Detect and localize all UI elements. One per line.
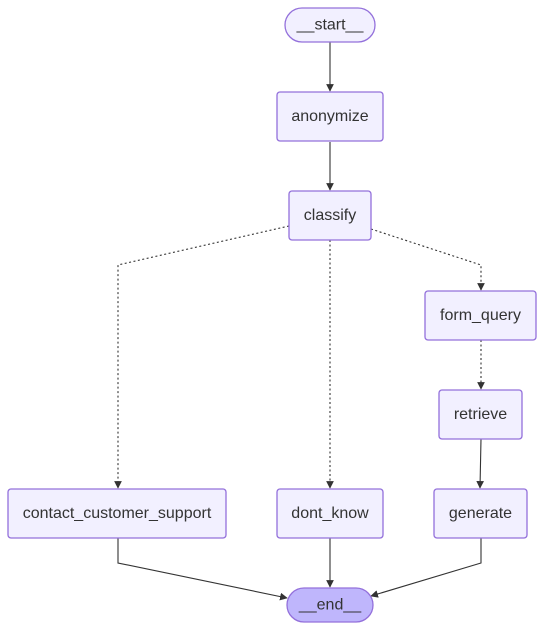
edge-contact-customer-support-to-end xyxy=(117,538,288,601)
node-start-label: __start__ xyxy=(296,17,365,34)
node-classify[interactable]: classify xyxy=(288,190,372,241)
node-dont-know[interactable]: dont_know xyxy=(276,488,384,539)
edge-generate-to-end xyxy=(370,538,482,598)
node-contact-customer-support-label: contact_customer_support xyxy=(23,505,212,522)
edge-retrieve-to-generate xyxy=(476,438,484,489)
node-retrieve-label: retrieve xyxy=(454,406,507,423)
node-generate-label: generate xyxy=(449,505,512,522)
node-form-query-label: form_query xyxy=(440,307,521,324)
node-end[interactable]: __end__ xyxy=(286,587,374,623)
node-classify-label: classify xyxy=(304,207,356,224)
node-generate[interactable]: generate xyxy=(433,488,528,539)
node-form-query[interactable]: form_query xyxy=(424,290,537,341)
node-anonymize[interactable]: anonymize xyxy=(276,91,384,142)
node-end-label: __end__ xyxy=(298,597,362,614)
edge-classify-to-contact-customer-support xyxy=(114,225,290,489)
node-retrieve[interactable]: retrieve xyxy=(438,389,523,440)
node-dont-know-label: dont_know xyxy=(291,505,369,522)
node-contact-customer-support[interactable]: contact_customer_support xyxy=(7,488,227,539)
node-start[interactable]: __start__ xyxy=(284,7,376,43)
edges xyxy=(114,42,485,601)
edge-classify-to-form-query xyxy=(370,228,485,291)
node-anonymize-label: anonymize xyxy=(291,108,368,125)
